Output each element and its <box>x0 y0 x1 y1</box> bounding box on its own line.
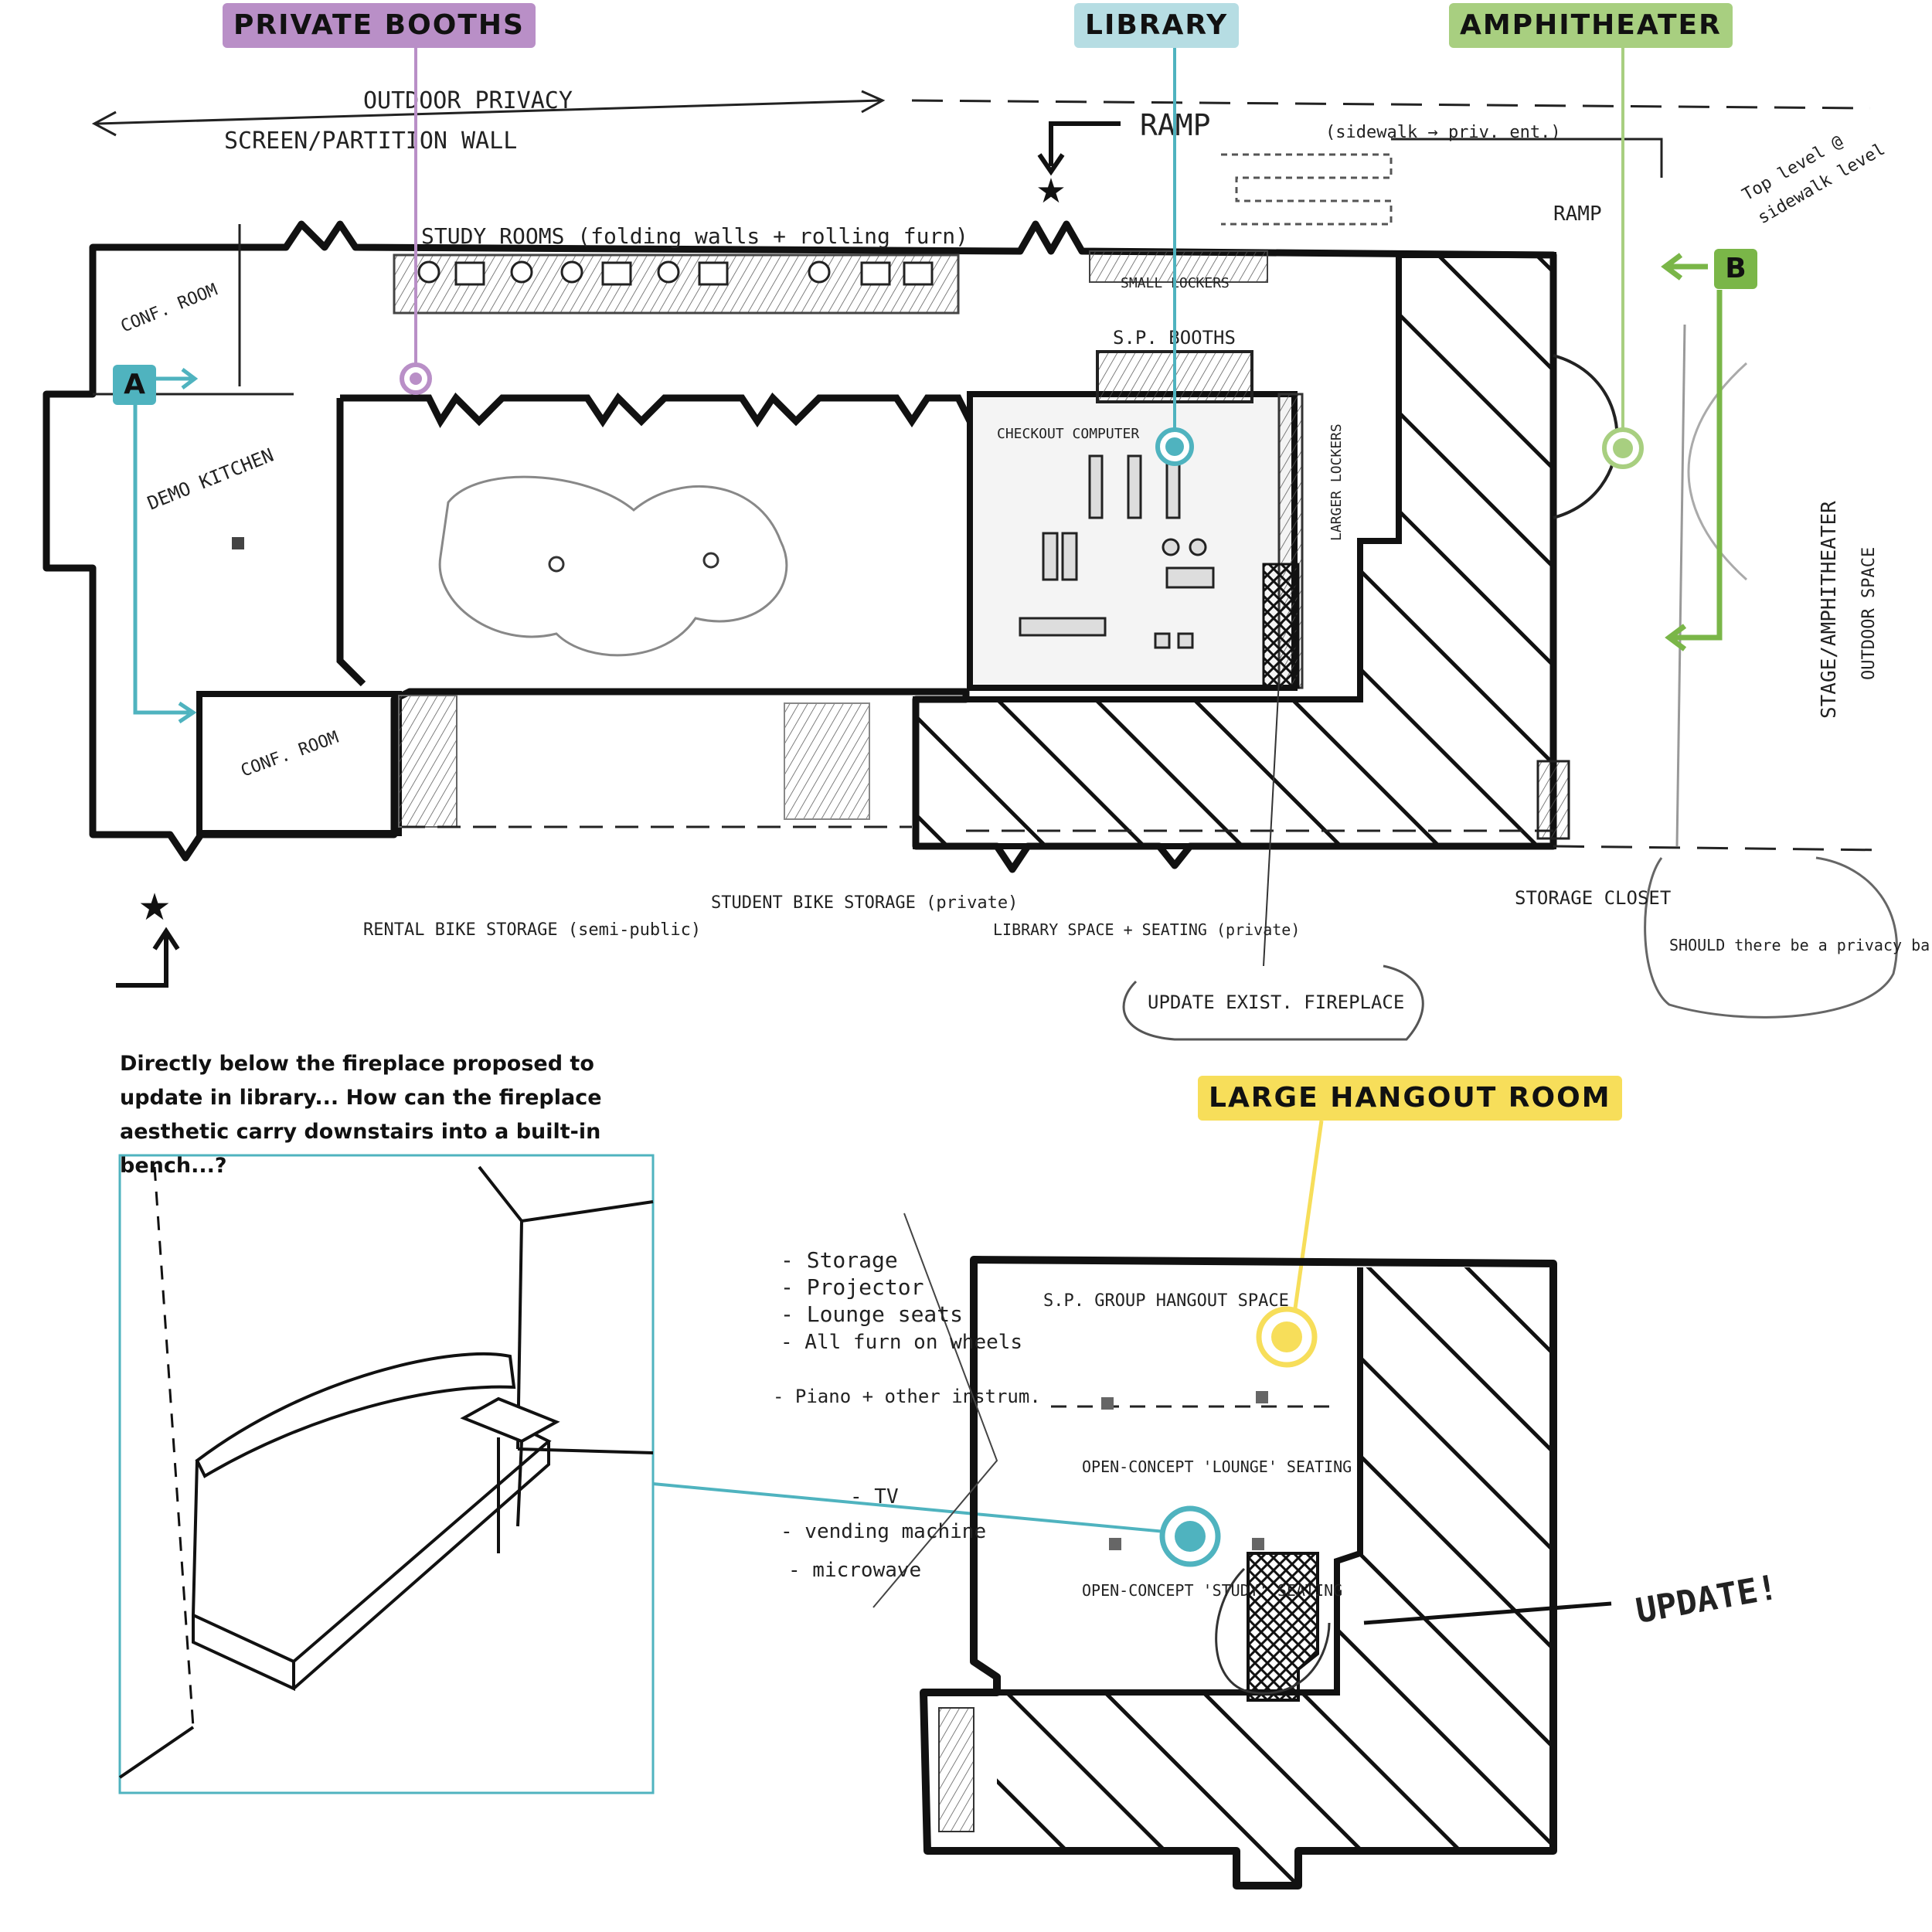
hatched-structure <box>913 252 1556 849</box>
note-piano: - Piano + other instrum. <box>773 1386 1041 1407</box>
star-icon: ★ <box>138 887 171 928</box>
note-tv: - TV <box>850 1485 899 1509</box>
note-ramp-right: RAMP <box>1553 202 1602 226</box>
star-icon: ★ <box>1036 172 1066 210</box>
note-study-rooms: STUDY ROOMS (folding walls + rolling fur… <box>421 223 968 249</box>
marker-a: A <box>113 365 156 405</box>
note-projector: - Projector <box>781 1274 923 1300</box>
note-lounge-seats: - Lounge seats <box>781 1301 963 1327</box>
note-outdoor-space: OUTDOOR SPACE <box>1859 547 1879 680</box>
note-sp-group: S.P. GROUP HANGOUT SPACE <box>1043 1291 1289 1311</box>
note-open-study: OPEN-CONCEPT 'STUDY' SEATING <box>1082 1581 1342 1600</box>
callout-library: LIBRARY <box>1074 3 1240 48</box>
note-furn-wheels: - All furn on wheels <box>781 1331 1022 1354</box>
note-screen-partition: SCREEN/PARTITION WALL <box>224 128 517 155</box>
outer-wall <box>43 220 1557 873</box>
privacy-wall-arrow <box>91 90 1871 137</box>
upper-floor-plan: ★ ★ OUTDOOR PRIVACY SCREEN/PARTITION WAL… <box>43 87 1932 1041</box>
note-larger-lockers: LARGER LOCKERS <box>1328 423 1345 541</box>
note-vending: - vending machine <box>781 1520 986 1543</box>
callout-private-booths: PRIVATE BOOTHS <box>223 3 536 48</box>
note-ramp-sidewalk: (sidewalk → priv. ent.) <box>1325 123 1561 142</box>
note-storage: - Storage <box>781 1247 898 1273</box>
note-conf-room-1: CONF. ROOM <box>118 281 220 337</box>
library-room <box>967 391 1298 691</box>
note-microwave: - microwave <box>788 1559 921 1582</box>
note-storage-closet: STORAGE CLOSET <box>1515 887 1671 909</box>
bench-sketch-panel <box>118 1154 655 1794</box>
callout-lines <box>133 48 1723 1567</box>
bench-caption: Directly below the fireplace proposed to… <box>120 1052 602 1178</box>
note-demo-kitchen: DEMO KITCHEN <box>145 444 277 515</box>
note-conf-room-2: CONF. ROOM <box>239 728 342 781</box>
lower-hatched-structure <box>997 1267 1553 1886</box>
note-privacy-question: SHOULD there be a privacy barrier...? <box>1669 936 1932 954</box>
note-open-lounge: OPEN-CONCEPT 'LOUNGE' SEATING <box>1082 1458 1352 1476</box>
note-update-fireplace: UPDATE EXIST. FIREPLACE <box>1148 992 1404 1013</box>
booth-wall <box>340 392 974 428</box>
note-rental-bike: RENTAL BIKE STORAGE (semi-public) <box>363 920 701 940</box>
callout-amphitheater: AMPHITHEATER <box>1449 3 1733 48</box>
note-checkout-computer: CHECKOUT COMPUTER <box>997 426 1139 442</box>
note-update: UPDATE! <box>1633 1567 1781 1631</box>
note-outdoor-privacy: OUTDOOR PRIVACY <box>363 87 573 114</box>
note-stage-amphitheater: STAGE/AMPHITHEATER <box>1818 501 1841 719</box>
callout-large-hangout-room: LARGE HANGOUT ROOM <box>1198 1076 1622 1121</box>
note-library-space: LIBRARY SPACE + SEATING (private) <box>993 920 1300 939</box>
marker-b: B <box>1714 249 1757 289</box>
note-student-bike: STUDENT BIKE STORAGE (private) <box>711 893 1018 913</box>
